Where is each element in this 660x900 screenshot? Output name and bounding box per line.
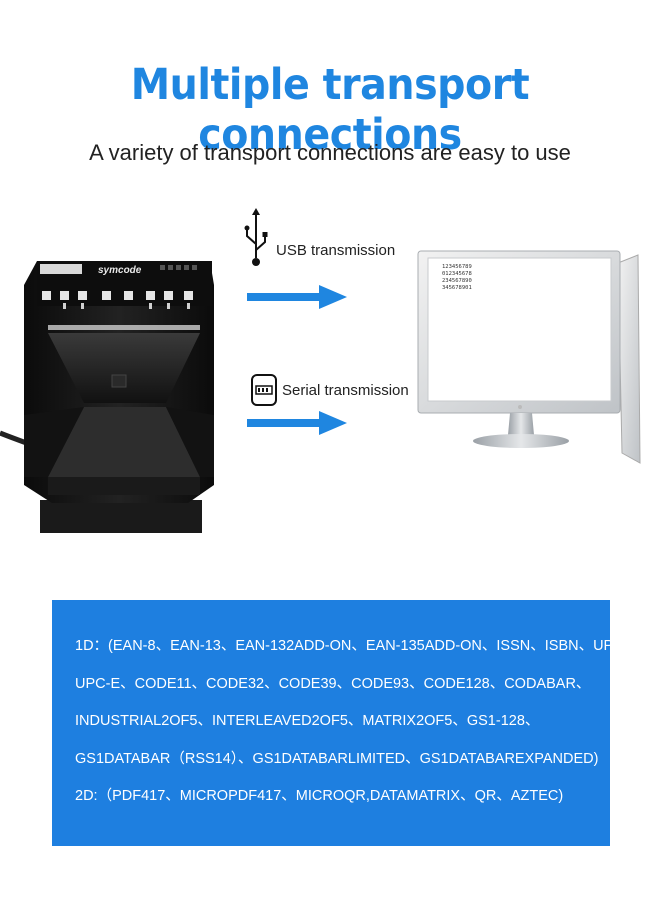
scanner-brand: symcode	[98, 265, 142, 276]
monitor-screen-text: 123456789 012345678 234567890 345678901	[442, 264, 472, 292]
barcode-scanner-image: symcode	[0, 261, 214, 533]
screen-line: 012345678	[442, 271, 472, 277]
page-title: Multiple transport connections	[130, 60, 530, 160]
arrow-right-icon	[247, 285, 347, 309]
serial-port-icon	[251, 374, 277, 406]
supported-codes-panel	[52, 600, 610, 846]
codes-line-1d: 1D：(EAN-8、EAN-13、EAN-132ADD-ON、EAN-135AD…	[75, 638, 653, 654]
supported-codes-list: 1D：(EAN-8、EAN-13、EAN-132ADD-ON、EAN-135AD…	[75, 628, 653, 816]
screen-line: 345678901	[442, 285, 472, 291]
arrow-right-icon	[247, 411, 347, 435]
page-subtitle: A variety of transport connections are e…	[89, 140, 571, 165]
codes-line-2d: 2D:（PDF417、MICROPDF417、MICROQR,DATAMATRI…	[75, 788, 564, 804]
codes-line: GS1DATABAR（RSS14）、GS1DATABARLIMITED、GS1D…	[75, 750, 599, 767]
codes-line: UPC-E、CODE11、CODE32、CODE39、CODE93、CODE12…	[75, 675, 591, 692]
screen-line: 123456789	[442, 264, 472, 270]
computer-monitor-image	[417, 250, 641, 464]
codes-line: INDUSTRIAL2OF5、INTERLEAVED2OF5、MATRIX2OF…	[75, 713, 540, 729]
usb-transmission-label: USB transmission	[276, 242, 396, 259]
usb-icon	[244, 208, 268, 266]
serial-transmission-label: Serial transmission	[282, 382, 409, 399]
screen-line: 234567890	[442, 278, 472, 284]
